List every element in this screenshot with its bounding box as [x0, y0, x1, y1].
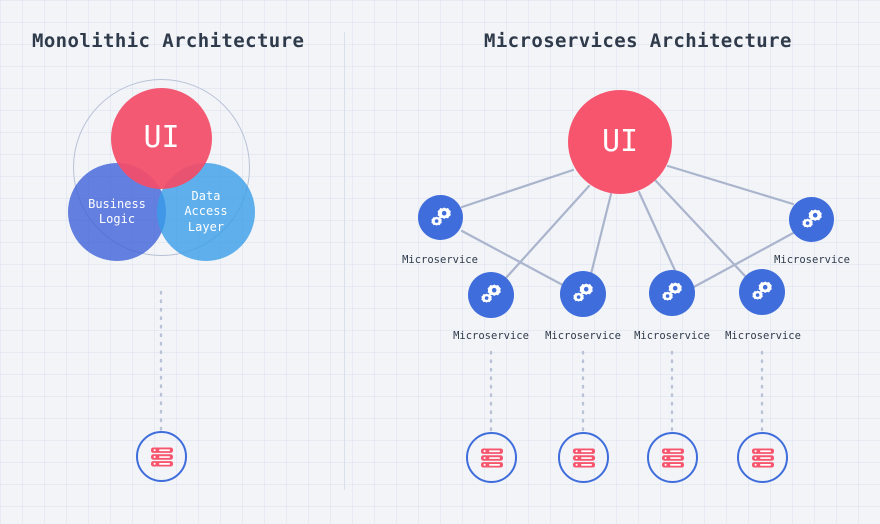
microservice-label-ms-3: Microservice [634, 330, 710, 342]
monolith-component-business-logic[interactable]: Business Logic [68, 163, 166, 261]
microservice-label-ms-left: Microservice [402, 254, 478, 266]
gears-icon [801, 209, 822, 228]
microservice-database-node-db-4[interactable] [737, 432, 788, 483]
microservice-database-node-db-1[interactable] [466, 432, 517, 483]
server-stack-icon [751, 448, 774, 467]
edge-ui-to-ms-3 [637, 190, 680, 279]
microservice-label-ms-1: Microservice [453, 330, 529, 342]
microservice-node-ms-1[interactable] [468, 272, 514, 318]
microservice-node-ms-3[interactable] [649, 270, 695, 316]
edge-ui-to-ms-2 [588, 192, 613, 280]
edge-ui-to-ms-right [666, 164, 795, 206]
microservice-node-ms-2[interactable] [560, 271, 606, 317]
server-stack-icon [661, 448, 684, 467]
gears-icon [752, 281, 772, 300]
page-title-monolithic: Monolithic Architecture [32, 30, 305, 52]
gears-icon [430, 207, 451, 226]
microservice-node-ms-right[interactable] [789, 197, 834, 242]
microservices-hub-ui[interactable]: UI [568, 90, 672, 194]
microservice-label-ms-4: Microservice [725, 330, 801, 342]
gears-icon [573, 283, 593, 302]
microservice-node-ms-4[interactable] [739, 269, 785, 315]
edge-ui-to-ms-1 [503, 184, 591, 281]
edge-ui-to-ms-4 [653, 178, 747, 278]
edge-ms-right-to-ms-3 [690, 230, 797, 290]
monolith-boundary-circle [73, 79, 250, 256]
page-title-microservices: Microservices Architecture [484, 30, 792, 52]
monolith-ui-label: UI [143, 120, 180, 156]
gears-icon [481, 284, 501, 303]
server-stack-icon [150, 447, 173, 466]
server-stack-icon [572, 448, 595, 467]
microservice-label-ms-right: Microservice [774, 254, 850, 266]
microservices-ui-label: UI [601, 123, 639, 159]
gears-icon [662, 282, 682, 301]
edge-ms-left-to-ms-2 [460, 229, 574, 292]
microservice-label-ms-2: Microservice [545, 330, 621, 342]
panel-divider [344, 32, 345, 490]
microservice-node-ms-left[interactable] [418, 195, 463, 240]
edge-ui-to-ms-left [460, 168, 575, 209]
microservice-database-node-db-3[interactable] [647, 432, 698, 483]
monolith-data-access-layer-label: Data Access Layer [184, 188, 228, 234]
monolith-component-ui[interactable]: UI [111, 88, 212, 189]
server-stack-icon [480, 448, 503, 467]
monolith-database-node[interactable] [136, 431, 187, 482]
monolith-business-logic-label: Business Logic [88, 196, 146, 226]
microservice-database-node-db-2[interactable] [558, 432, 609, 483]
